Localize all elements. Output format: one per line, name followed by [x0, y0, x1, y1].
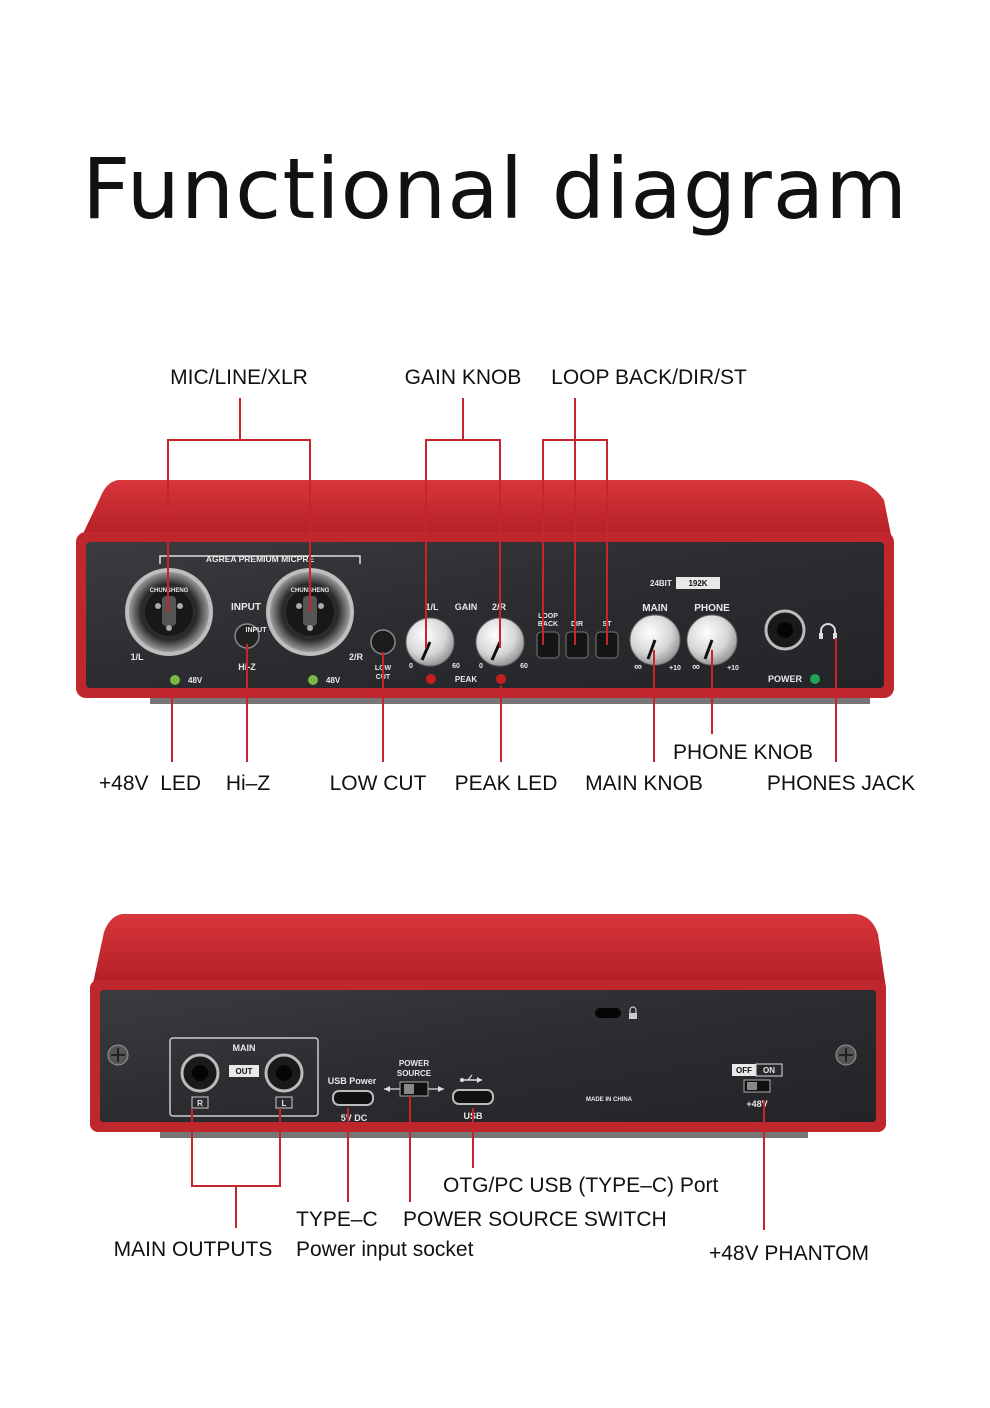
callout-mic-line-xlr: MIC/LINE/XLR [170, 366, 308, 390]
gain-knob-1[interactable] [406, 618, 454, 666]
led-48v-2 [308, 675, 318, 685]
peak-label: PEAK [455, 675, 477, 684]
micpre-label: AGREA PREMIUM MICPRE [206, 554, 315, 564]
power-source-label-2: SOURCE [397, 1069, 432, 1078]
callout-loop-back-dir-st: LOOP BACK/DIR/ST [551, 366, 747, 390]
power-label: POWER [768, 674, 803, 684]
callout-power-source-switch: POWER SOURCE SWITCH [403, 1208, 667, 1232]
scale-60a: 60 [452, 663, 460, 670]
off-label: OFF [736, 1066, 752, 1075]
callout-phones-jack: PHONES JACK [767, 772, 915, 796]
scale-60b: 60 [520, 663, 528, 670]
peak-led-2 [496, 674, 506, 684]
main-out-jack-r[interactable] [182, 1055, 218, 1091]
bit-label: 24BIT [650, 579, 672, 588]
rear-main-label: MAIN [233, 1043, 256, 1053]
main-label: MAIN [642, 603, 668, 614]
security-slot [595, 1008, 621, 1018]
input-label: INPUT [231, 602, 261, 613]
usb-power-type-c-socket[interactable] [333, 1091, 373, 1105]
phone-plus10: +10 [727, 665, 739, 672]
input-small-label: INPUT [246, 627, 268, 634]
ch2-label: 2/R [349, 652, 364, 662]
phone-inf: ∞ [692, 661, 700, 673]
callout-main-outputs: MAIN OUTPUTS [114, 1238, 273, 1262]
callout-main-knob: MAIN KNOB [585, 772, 703, 796]
callout-gain-knob: GAIN KNOB [405, 366, 522, 390]
callout-hi-z: Hi–Z [226, 772, 270, 796]
power-led [810, 674, 820, 684]
front-chassis-top [80, 480, 892, 540]
dir-label: DIR [571, 621, 583, 628]
rear-device: MAIN OUT R L USB Power 5V DC POWER SOURC… [90, 914, 886, 1138]
peak-led-1 [426, 674, 436, 684]
phones-jack[interactable] [766, 611, 804, 649]
otg-usb-type-c-port[interactable] [453, 1090, 493, 1104]
low-cut-button[interactable] [371, 630, 395, 654]
ch1-label: 1/L [130, 652, 144, 662]
made-in-label: MADE IN CHINA [586, 1097, 633, 1103]
rear-chassis-top [92, 914, 886, 988]
led-48v-1-label: 48V [188, 676, 203, 685]
front-device: AGREA PREMIUM MICPRE CHUNSHENG 1/L INPUT… [76, 480, 894, 704]
phone-label: PHONE [694, 603, 730, 614]
callout-low-cut: LOW CUT [330, 772, 427, 796]
gain-1-label: 1/L [425, 602, 439, 612]
loopback-button[interactable] [537, 632, 559, 658]
callout-peak-led: PEAK LED [455, 772, 558, 796]
callout-48v-led: +48V LED [99, 772, 201, 796]
led-48v-1 [170, 675, 180, 685]
callout-48v-phantom: +48V PHANTOM [709, 1242, 869, 1266]
screw-left [108, 1045, 128, 1065]
rate-label: 192K [688, 579, 707, 588]
loop-label: LOOP [538, 613, 558, 620]
gain-label: GAIN [455, 602, 478, 612]
screw-right [836, 1045, 856, 1065]
callout-type-c: TYPE–C [296, 1208, 378, 1232]
xlr-brand-1: CHUNSHENG [150, 588, 189, 594]
power-source-label-1: POWER [399, 1059, 429, 1068]
callout-power-input-socket: Power input socket [296, 1238, 473, 1262]
callout-otg-port: OTG/PC USB (TYPE–C) Port [443, 1174, 718, 1198]
dir-button[interactable] [566, 632, 588, 658]
led-48v-2-label: 48V [326, 676, 341, 685]
r-label: R [197, 1099, 203, 1108]
main-out-jack-l[interactable] [266, 1055, 302, 1091]
callout-phone-knob: PHONE KNOB [673, 741, 813, 765]
on-label: ON [763, 1066, 775, 1075]
main-inf: ∞ [634, 661, 642, 673]
out-label: OUT [236, 1067, 253, 1076]
l-label: L [282, 1099, 287, 1108]
back-label: BACK [538, 621, 558, 628]
usb-power-label: USB Power [328, 1076, 377, 1086]
scale-0a: 0 [409, 663, 413, 670]
main-plus10: +10 [669, 665, 681, 672]
scale-0b: 0 [479, 663, 483, 670]
dc-label: 5V DC [341, 1113, 368, 1123]
